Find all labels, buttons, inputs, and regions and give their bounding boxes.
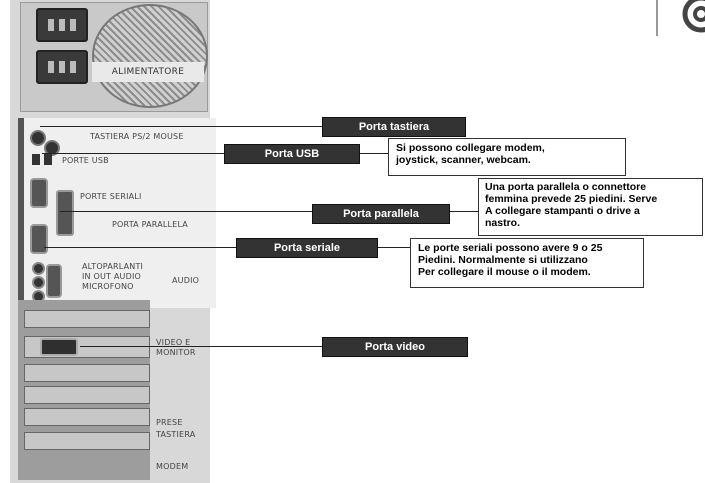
note-parallela: Una porta parallela o connettore femmina… xyxy=(478,178,703,236)
audio-jack-2 xyxy=(32,276,45,289)
expansion-slot-3 xyxy=(24,364,150,382)
expansion-slot-1 xyxy=(24,310,150,328)
label-porte-usb: PORTE USB xyxy=(62,156,109,165)
label-prese: PRESE xyxy=(156,418,183,427)
ps2-port-keyboard xyxy=(30,130,46,146)
callout-porta-seriale: Porta seriale xyxy=(236,238,378,258)
leader-seriale xyxy=(44,247,236,248)
serial-port-2 xyxy=(30,224,48,254)
expansion-slot-5 xyxy=(24,408,150,426)
note-usb-line-2: joystick, scanner, webcam. xyxy=(396,154,531,166)
note-usb: Si possono collegare modem, joystick, sc… xyxy=(388,138,626,176)
at-logo-icon xyxy=(656,0,705,36)
callout-porta-parallela: Porta parallela xyxy=(312,204,450,224)
label-tastiera-ps2: TASTIERA PS/2 MOUSE xyxy=(90,132,184,141)
label-modem: MODEM xyxy=(156,462,189,471)
label-porte-seriali: PORTE SERIALI xyxy=(80,192,142,201)
expansion-slot-4 xyxy=(24,386,150,404)
fan-grille xyxy=(92,4,208,108)
parallel-port xyxy=(56,190,74,236)
leader-usb xyxy=(42,153,224,154)
note-seriale: Le porte seriali possono avere 9 o 25 Pi… xyxy=(410,238,644,288)
leader-parallela-note xyxy=(448,211,478,212)
ps2-port-mouse xyxy=(44,140,60,156)
note-parallela-line-1: Una porta parallela o connettore xyxy=(485,181,647,193)
note-usb-line-1: Si possono collegare modem, xyxy=(396,142,545,154)
note-parallela-line-2: femmina prevede 25 piedini. Serve xyxy=(485,193,658,205)
leader-video xyxy=(80,346,322,347)
leader-usb-note xyxy=(358,153,388,154)
usb-port-1 xyxy=(32,154,40,165)
vga-port xyxy=(40,338,78,356)
note-parallela-line-4: nastro. xyxy=(485,217,521,229)
note-seriale-line-3: Per collegare il mouse o il modem. xyxy=(418,266,591,278)
callout-porta-usb: Porta USB xyxy=(224,144,360,164)
note-seriale-line-2: Piedini. Normalmente si utilizzano xyxy=(418,254,588,266)
leader-tastiera xyxy=(40,126,322,127)
usb-port-2 xyxy=(44,154,52,165)
label-tastiera: TASTIERA xyxy=(156,430,196,439)
modem-card-slot xyxy=(24,432,150,450)
psu-label: ALIMENTATORE xyxy=(92,62,204,82)
power-socket-out xyxy=(36,50,88,84)
callout-porta-video: Porta video xyxy=(322,337,468,357)
audio-jack-1 xyxy=(32,262,45,275)
note-parallela-line-3: A collegare stampanti o drive a xyxy=(485,205,640,217)
label-audio-jacks: ALTOPARLANTI IN OUT AUDIO MICROFONO xyxy=(82,262,144,291)
label-porta-parallela: PORTA PARALLELA xyxy=(112,220,188,229)
callout-porta-tastiera: Porta tastiera xyxy=(322,117,466,137)
note-seriale-line-1: Le porte seriali possono avere 9 o 25 xyxy=(418,242,603,254)
label-video-monitor: VIDEO E MONITOR xyxy=(156,338,196,357)
label-audio: AUDIO xyxy=(172,276,200,285)
power-socket-in xyxy=(36,8,88,42)
leader-seriale-note xyxy=(376,247,410,248)
leader-parallela xyxy=(60,211,312,212)
serial-port-1 xyxy=(30,178,48,208)
game-port xyxy=(46,264,62,298)
